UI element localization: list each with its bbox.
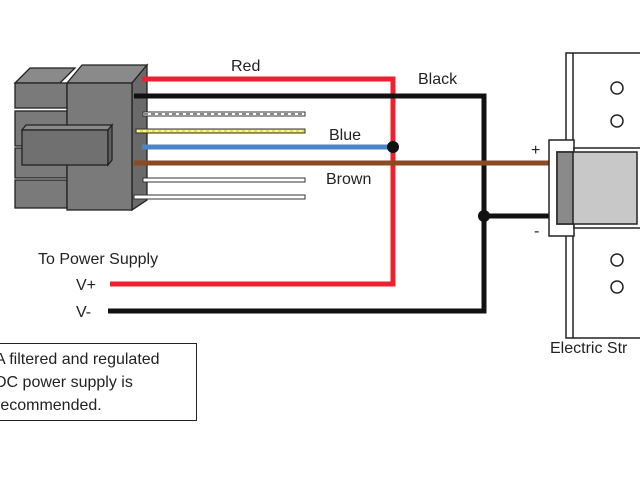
black-wire xyxy=(108,93,487,314)
label-electric-strike: Electric Str xyxy=(550,340,628,357)
white-wire-1 xyxy=(142,177,306,183)
label-blue: Blue xyxy=(329,127,361,144)
red-wire xyxy=(110,76,396,287)
electric-strike xyxy=(548,52,640,339)
label-v-minus: V- xyxy=(76,304,91,321)
label-plus: + xyxy=(531,142,540,159)
white-wire-2 xyxy=(133,194,306,200)
label-v-plus: V+ xyxy=(76,277,96,294)
yellow-wire xyxy=(135,128,306,134)
junction-blue-red xyxy=(387,141,399,153)
note-line: A filtered and regulated xyxy=(0,351,160,368)
note-line: recommended. xyxy=(0,397,102,414)
label-minus: - xyxy=(534,223,539,240)
power-supply-note: A filtered and regulated DC power supply… xyxy=(0,343,197,421)
note-line: DC power supply is xyxy=(0,374,133,391)
label-red: Red xyxy=(231,58,260,75)
wires xyxy=(108,76,552,314)
label-brown: Brown xyxy=(326,171,371,188)
connector xyxy=(13,63,149,212)
label-black: Black xyxy=(418,71,458,88)
label-power-supply: To Power Supply xyxy=(38,251,158,268)
junction-black xyxy=(478,210,490,222)
